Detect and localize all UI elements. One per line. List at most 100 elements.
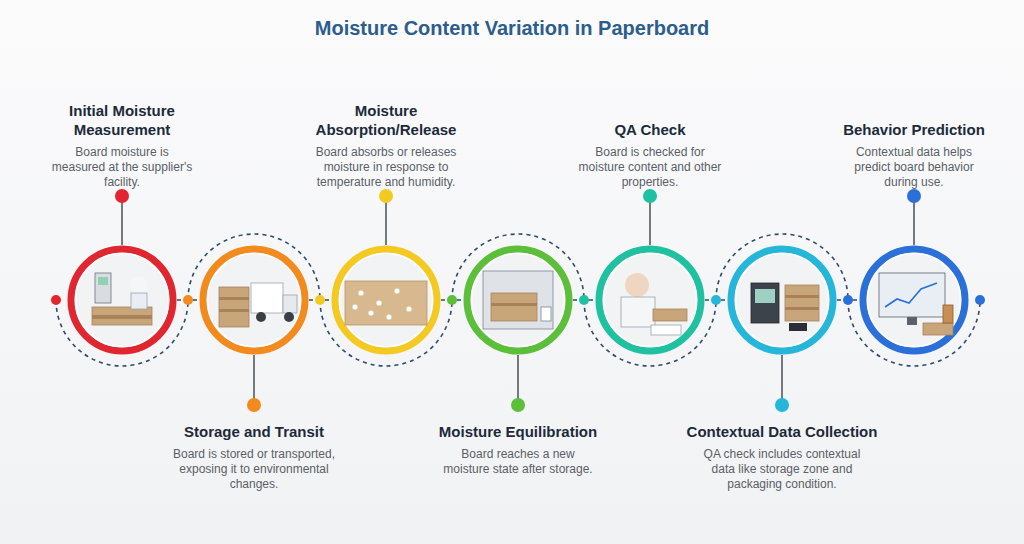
illustration-part [651,325,681,335]
illustration-part [130,276,148,294]
illustration-part [879,273,945,317]
joint-dot [51,295,61,305]
illustration-part [751,283,779,323]
illustration-part [483,271,553,329]
step-text: Moisture Absorption/ReleaseBoard absorbs… [301,101,471,190]
illustration-part [92,315,152,319]
stem-line [649,196,651,245]
illustration-part [345,281,427,325]
step-text: Contextual Data Collection QA check inclu… [667,422,897,492]
illustration-part [219,309,249,312]
stem-dot [379,189,393,203]
step-heading: Moisture Equilibration [433,422,603,441]
stem-line [121,196,123,245]
step-circle: Moisture Absorption/ReleaseBoard absorbs… [331,245,441,355]
illustration-part [541,307,551,321]
stem-dot [115,189,129,203]
illustration-part [406,306,411,311]
ring-highlight [736,254,829,347]
illustration-part [491,293,537,321]
step-circle: QA CheckBoard is checked for moisture co… [595,245,705,355]
ring-highlight [340,254,433,347]
step-circle: Moisture EquilibrationBoard reaches a ne… [463,245,573,355]
illustration-part [376,300,381,305]
circle-illustration [727,245,837,355]
step-circle: Contextual Data CollectionQA check inclu… [727,245,837,355]
step-description: Board is checked for moisture content an… [575,145,725,190]
stem-line [253,355,255,405]
step-circle: Initial Moisture MeasurementBoard moistu… [67,245,177,355]
illustration-part [219,297,249,300]
stem-line [781,355,783,405]
step-circle: Storage and TransitBoard is stored or tr… [199,245,309,355]
circle-illustration [859,245,969,355]
step-text: Storage and TransitBoard is stored or tr… [154,422,354,492]
illustration-part [352,304,357,309]
step-heading: QA Check [565,120,735,139]
stem-line [385,196,387,245]
illustration [621,273,687,335]
illustration-part [394,288,399,293]
ring-highlight [868,254,961,347]
step-ring [71,249,173,351]
step-heading: Initial Moisture Measurement [47,101,197,139]
step-ring [731,249,833,351]
step-heading: Moisture Absorption/Release [301,101,471,139]
step-heading: Contextual Data Collection [667,422,897,441]
illustration-part [491,303,537,306]
illustration-part [92,307,152,325]
circle-illustration [463,245,573,355]
illustration [879,273,953,335]
circle-illustration [331,245,441,355]
joint-dot [975,295,985,305]
illustration-part [923,323,953,335]
step-ring [203,249,305,351]
stem-dot [511,398,525,412]
step-circle: Behavior PredictionContextual data helps… [859,245,969,355]
joint-dot [579,295,589,305]
step-text: QA CheckBoard is checked for moisture co… [565,120,735,190]
illustration-part [358,290,363,295]
illustration-part [284,312,294,322]
step-ring [599,249,701,351]
step-heading: Behavior Prediction [829,120,999,139]
stems [122,196,914,405]
illustration-part [95,273,111,303]
circle-illustration [67,245,177,355]
step-ring [863,249,965,351]
illustration-part [789,323,807,331]
step-description: Board is stored or transported, exposing… [169,447,339,492]
circle-illustration [199,245,309,355]
step-description: Board absorbs or releases moisture in re… [306,145,466,190]
step-description: QA check includes contextual data like s… [702,447,862,492]
joint-dot [447,295,457,305]
illustration [219,283,297,327]
stem-dots [115,189,921,412]
stem-dot [907,189,921,203]
joint-dot [315,295,325,305]
stem-line [913,196,915,245]
illustration-part [653,309,687,321]
step-description: Board reaches a new moisture state after… [438,447,598,477]
illustration-part [943,305,953,323]
illustration [751,283,819,331]
illustration [92,273,152,325]
illustration-part [907,317,917,325]
ring-highlight [208,254,301,347]
illustration-part [219,287,249,327]
stem-dot [643,189,657,203]
step-text: Behavior PredictionContextual data helps… [829,120,999,190]
joint-dot [843,295,853,305]
illustration-part [256,312,266,322]
illustration-part [625,273,649,297]
illustration-part [368,310,373,315]
illustration-part [131,293,147,309]
stem-line [517,355,519,405]
ring-highlight [472,254,565,347]
step-text: Initial Moisture MeasurementBoard moistu… [47,101,197,190]
joint-dot [183,295,193,305]
step-description: Contextual data helps predict board beha… [839,145,989,190]
illustration-part [621,297,655,327]
